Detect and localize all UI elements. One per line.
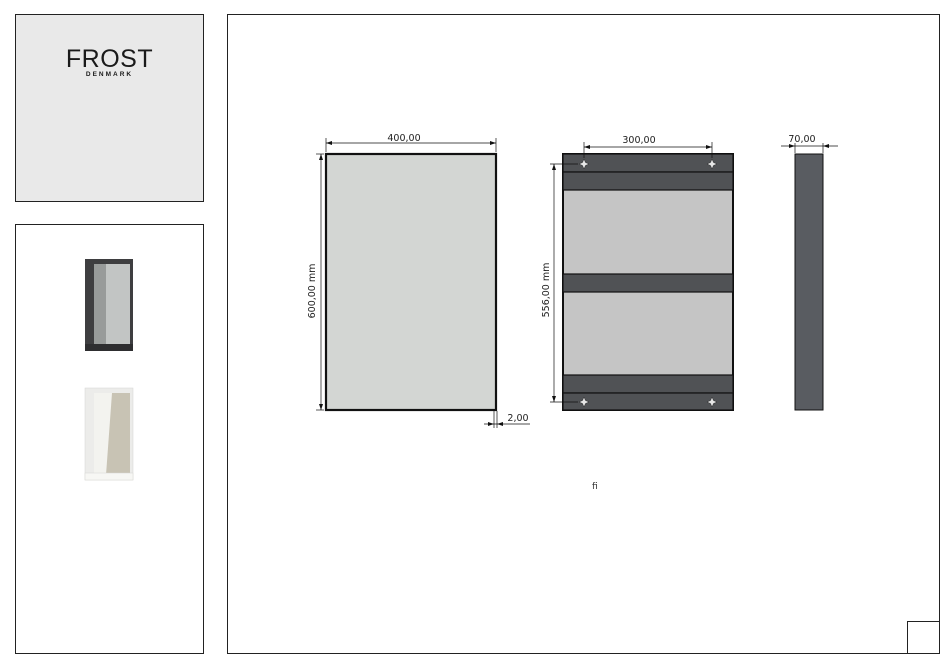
color-variants-panel	[15, 224, 204, 654]
technical-drawing-panel: 400,00 600,00 mm 2,00	[227, 14, 940, 654]
back-view: 300,00 556,00 mm	[541, 135, 733, 410]
technical-drawing: 400,00 600,00 mm 2,00	[228, 15, 939, 653]
front-height-label: 600,00 mm	[307, 264, 318, 319]
brand-logo-subtitle: DENMARK	[16, 71, 203, 78]
variant-thumbnail-white[interactable]	[84, 387, 136, 483]
side-view: 70,00	[781, 134, 838, 410]
side-profile	[795, 154, 823, 410]
variant-white-shelf	[85, 473, 133, 480]
back-top-rail	[563, 154, 733, 172]
brand-logo-panel: FROST DENMARK	[15, 14, 204, 202]
back-middle-rail	[563, 274, 733, 292]
side-depth-label: 70,00	[788, 134, 815, 145]
front-view: 400,00 600,00 mm 2,00	[307, 133, 530, 428]
variant-black-reflection	[94, 264, 106, 346]
brand-logo-name: FROST	[16, 45, 203, 74]
stray-text-mark: fi	[592, 482, 598, 492]
back-upper-rail	[563, 172, 733, 190]
variant-thumbnail-black[interactable]	[84, 258, 136, 354]
front-width-label: 400,00	[387, 133, 420, 144]
back-height-label: 556,00 mm	[541, 263, 552, 318]
variant-black-shelf	[85, 344, 133, 351]
frame-thickness-label: 2,00	[507, 413, 528, 424]
title-block-corner	[907, 621, 940, 654]
front-mirror-face	[326, 154, 496, 410]
back-spacing-label: 300,00	[622, 135, 655, 146]
back-lower-rail	[563, 375, 733, 393]
back-bottom-rail	[563, 393, 733, 410]
